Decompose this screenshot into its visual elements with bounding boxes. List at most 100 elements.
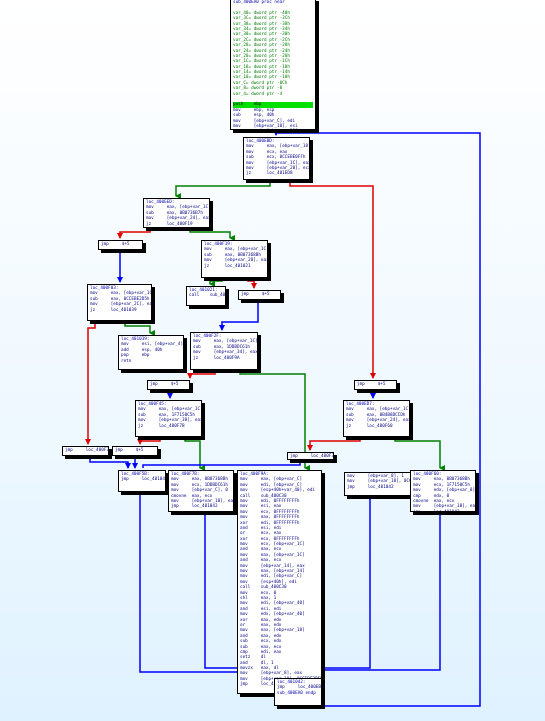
asm-line: loc_400F2F: — [193, 334, 222, 339]
asm-line: mov edx, [ebp+var_40] — [240, 612, 305, 618]
code-block-loc-400f03[interactable]: loc_400F03:mov eax, [ebp+var_1C]sub eax,… — [87, 284, 152, 321]
edge-400fd0-to-401042 — [300, 496, 371, 669]
asm-line: loc_400ED7: — [346, 402, 375, 407]
edge-400f60-to-401042 — [300, 512, 441, 671]
edge-400f03-false — [85, 321, 96, 445]
code-block-jmp1[interactable]: jmp $+5 — [98, 240, 143, 250]
asm-line: mov [ebp+var_34], eax — [193, 350, 258, 356]
asm-line: mov esi, eax — [240, 504, 282, 510]
code-block-loc-401021[interactable]: loc_401021:call sub_400AB0 — [186, 286, 226, 306]
asm-line: mov eax, [ebp+var_18] — [246, 144, 310, 150]
code-block-jmp4[interactable]: jmp $+5 — [354, 380, 397, 390]
asm-line: and esi, edi — [240, 525, 282, 531]
asm-line: sub eax, 0B4B8DCCDh — [346, 412, 406, 418]
asm-line: xor eax, edx — [240, 617, 282, 623]
asm-line: mov [ebp+var_38], eax — [138, 418, 202, 424]
code-block-loc-400ed7[interactable]: loc_400ED7:mov eax, [ebp+var_1C]sub eax,… — [343, 400, 410, 437]
edge-400f19-false — [247, 278, 257, 289]
code-block-loc-400ebd[interactable]: loc_400EBD:mov eax, [ebp+var_18]mov ecx,… — [243, 137, 310, 180]
asm-line: loc_400F60: — [413, 472, 442, 477]
asm-line: jmp loc_400F38 — [290, 454, 334, 459]
asm-line: jmp loc_400F38 — [65, 448, 109, 453]
code-block-jmp3[interactable]: jmp $+5 — [147, 380, 190, 390]
asm-line: loc_400F45: — [138, 402, 167, 407]
edge-400f2f-false — [187, 370, 216, 379]
asm-line: mov eax, 0B07368Bh — [413, 477, 470, 483]
asm-line: call sub_400C30 — [240, 493, 287, 499]
asm-line: var_C= dword ptr -0Ch — [233, 80, 288, 86]
asm-line: jz loc_400F19 — [146, 221, 193, 227]
asm-line: mov [ebp+var_20], ecx — [246, 165, 310, 171]
asm-line: mov edi, [ebp+var_C] — [240, 482, 303, 488]
asm-line: add esp, 40h — [121, 347, 163, 353]
asm-line: mov esi, [ebp+var_4] — [121, 342, 184, 348]
asm-line: loc_400F7B: — [171, 472, 200, 477]
asm-line: mov [ebp+var_18], eax — [413, 504, 476, 510]
code-block-entry[interactable]: sub_400EA0 proc near var_40= dword ptr -… — [230, 0, 316, 130]
asm-line: var_28= dword ptr -28h — [233, 43, 290, 49]
asm-line: mov eax, [ebp+var_1C] — [90, 291, 152, 297]
edge-400ebd-true — [175, 180, 271, 199]
asm-line: sub ecx, edx — [240, 639, 282, 645]
asm-line: jmp loc_401042 — [171, 504, 218, 510]
code-block-jmp2[interactable]: jmp $+5 — [238, 290, 281, 300]
asm-line: mov eax, [ebp+var_1C] — [138, 407, 202, 413]
asm-line: jz loc_401021 — [204, 263, 251, 269]
asm-line: mov [ebp+var_8], eax — [240, 671, 303, 677]
asm-line: mov edx, [ebp+var_8] — [413, 488, 476, 494]
code-block-loc-400f45[interactable]: loc_400F45:mov eax, [ebp+var_1C]sub eax,… — [135, 400, 202, 437]
code-block-jmp-f38-b[interactable]: jmp loc_400F38 — [287, 452, 334, 460]
asm-line: sub eax, ecx — [240, 644, 282, 650]
asm-line: mov ecx, [ebp+var_1C] — [240, 542, 305, 548]
asm-line: sub_400EA0 endp — [277, 690, 316, 696]
asm-line: or eax, edx — [240, 622, 282, 628]
asm-line: loc_400F5B: — [121, 472, 150, 477]
asm-line: jmp $+5 — [115, 448, 144, 453]
asm-line: mov eax, [ebp+var_1C] — [146, 205, 210, 211]
asm-line: jmp $+5 — [241, 292, 270, 297]
asm-line: loc_400F19: — [204, 242, 233, 247]
asm-line: mov ecx, 0 — [240, 590, 277, 596]
asm-line: var_20= dword ptr -20h — [233, 53, 290, 59]
code-block-loc-401039[interactable]: loc_401039:mov esi, [ebp+var_4]add esp, … — [118, 335, 184, 370]
asm-line: loc_401039: — [121, 337, 150, 342]
asm-line: jmp loc_401042 — [347, 484, 394, 490]
code-block-jmp5[interactable]: jmp $+5 — [112, 446, 158, 456]
asm-line: var_4= dword ptr -4 — [233, 91, 283, 97]
edge-jmp-f38b — [142, 460, 301, 468]
code-block-loc-400f19[interactable]: loc_400F19:mov eax, [ebp+var_1C]sub eax,… — [201, 240, 268, 278]
asm-line: mov ecx, 0FFFFFFFFh — [240, 509, 300, 515]
asm-line: xor edi, 0FFFFFFFFh — [240, 520, 300, 526]
code-block-loc-400f9a[interactable]: loc_400F9A:mov eax, [ebp+var_C]mov edi, … — [237, 470, 322, 694]
edge-400eed-true — [189, 228, 235, 241]
asm-line: mov ebp, esp — [233, 107, 275, 113]
asm-line: mov esi, [ebp+var_10] — [233, 129, 313, 130]
asm-line: loc_400F9A: — [240, 472, 269, 477]
asm-line: retn — [121, 358, 132, 364]
asm-line: mov edi, [ebp+var_40] — [240, 601, 305, 607]
asm-line: mov eax, 0B07368Bh — [171, 477, 228, 483]
asm-line: cmovne eax, ecx — [413, 498, 455, 504]
asm-line: mov ecx, 1F7150C5h — [413, 482, 470, 488]
asm-line: jmp $+5 — [150, 382, 179, 387]
code-block-loc-400f5b[interactable]: loc_400F5B:jmp loc_401042 — [118, 470, 166, 492]
asm-line: jmp $+5 — [357, 382, 386, 387]
asm-line: var_40= dword ptr -40h — [233, 10, 290, 16]
code-block-loc-400eed[interactable]: loc_400EED:mov eax, [ebp+var_1C]sub eax,… — [143, 198, 210, 228]
code-block-loc-400f2f[interactable]: loc_400F2F:mov eax, [ebp+var_1C]sub eax,… — [190, 332, 258, 370]
asm-line: mov eax, [ebp+var_1C] — [193, 339, 258, 345]
asm-line: loc_400EED: — [146, 200, 175, 205]
asm-line: and esi, edi — [240, 606, 282, 612]
asm-line: jz loc_400F7B — [138, 423, 185, 429]
asm-line: var_8= dword ptr -8 — [233, 86, 283, 92]
asm-line: push ebp — [233, 102, 313, 108]
asm-line: mov [esp+40h+var_40], edi — [240, 488, 316, 494]
code-block-jmp-f38-a[interactable]: jmp loc_400F38 — [62, 446, 109, 456]
asm-line: mov [ebp+var_24], eax — [146, 216, 210, 222]
asm-line: var_3C= dword ptr -3Ch — [233, 16, 290, 22]
edge-400ebd-false — [289, 180, 376, 379]
asm-line: and eax, edx — [240, 633, 282, 639]
